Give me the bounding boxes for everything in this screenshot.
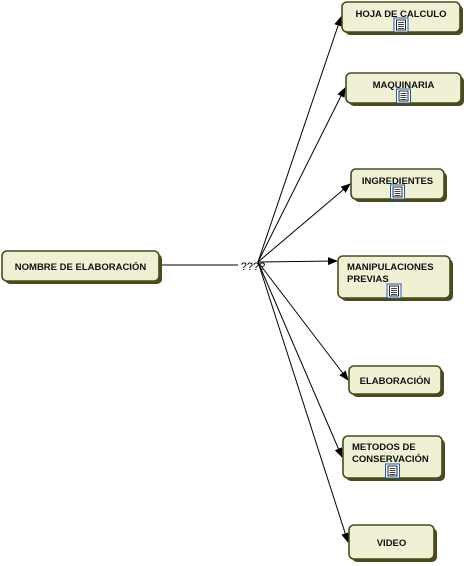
node-video-label: VIDEO bbox=[377, 538, 407, 549]
root-node-label: NOMBRE DE ELABORACIÓN bbox=[15, 261, 147, 273]
document-icon[interactable] bbox=[390, 184, 405, 200]
connector-7 bbox=[257, 261, 350, 543]
connector-5 bbox=[257, 261, 349, 381]
node-hoja-de-calculo-label: HOJA DE CALCULO bbox=[356, 9, 447, 20]
node-hoja-de-calculo[interactable]: HOJA DE CALCULO bbox=[341, 1, 463, 35]
connector-2 bbox=[257, 87, 346, 263]
connectors bbox=[159, 16, 351, 543]
connector-1 bbox=[257, 16, 342, 263]
node-manipulaciones-previas-label-line-1: MANIPULACIONES bbox=[347, 262, 434, 273]
root-node[interactable]: NOMBRE DE ELABORACIÓN bbox=[1, 250, 162, 284]
node-metodos-de-conservacion-label-line-2: CONSERVACIÓN bbox=[352, 453, 429, 465]
connector-4 bbox=[257, 257, 338, 266]
connector-6 bbox=[257, 261, 343, 458]
node-video[interactable]: VIDEO bbox=[348, 524, 437, 562]
node-manipulaciones-previas-label-line-2: PREVIAS bbox=[347, 274, 389, 285]
node-ingredientes[interactable]: INGREDIENTES bbox=[350, 168, 447, 202]
node-elaboracion-label: ELABORACIÓN bbox=[360, 375, 431, 387]
document-icon[interactable] bbox=[386, 283, 402, 299]
document-icon[interactable] bbox=[393, 17, 409, 33]
document-icon[interactable] bbox=[396, 88, 411, 104]
node-elaboracion[interactable]: ELABORACIÓN bbox=[348, 365, 444, 397]
node-ingredientes-label: INGREDIENTES bbox=[362, 176, 433, 187]
node-maquinaria[interactable]: MAQUINARIA bbox=[345, 72, 464, 106]
connector-3 bbox=[257, 183, 351, 263]
connector-hub-label: ???? bbox=[241, 261, 265, 273]
document-icon[interactable] bbox=[385, 463, 400, 479]
node-metodos-de-conservacion-label-line-1: METODOS DE bbox=[352, 442, 416, 453]
node-maquinaria-label: MAQUINARIA bbox=[373, 80, 435, 91]
